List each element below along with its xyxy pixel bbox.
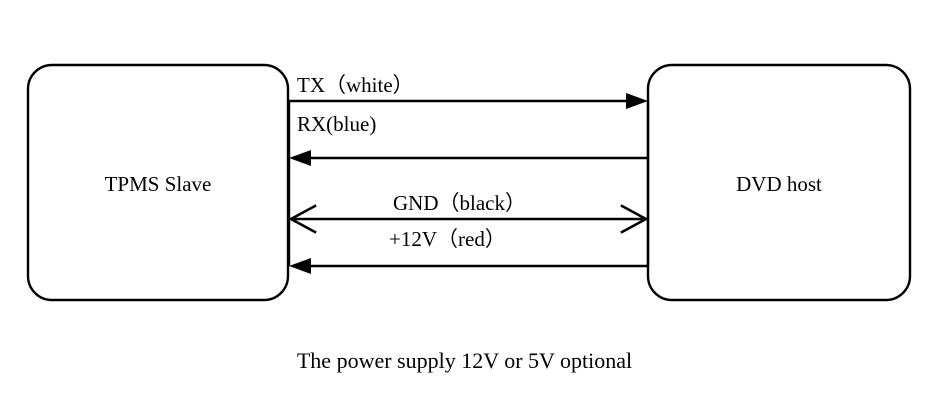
arrowhead-gnd-left: [288, 204, 317, 234]
diagram-caption: The power supply 12V or 5V optional: [296, 348, 633, 373]
arrowhead-vcc-left: [289, 258, 311, 274]
arrowhead-rx-left: [289, 150, 311, 166]
arrowhead-tx-right: [626, 93, 648, 109]
arrowhead-gnd-right: [620, 204, 649, 234]
node-dvd-host-label: DVD host: [736, 172, 822, 196]
node-tpms-slave-label: TPMS Slave: [105, 172, 212, 196]
wire-label-rx: RX(blue): [297, 112, 377, 136]
wire-label-vcc: +12V（red）: [389, 227, 506, 251]
wire-label-tx: TX（white）: [297, 73, 414, 97]
wire-label-gnd: GND（black）: [393, 191, 526, 215]
